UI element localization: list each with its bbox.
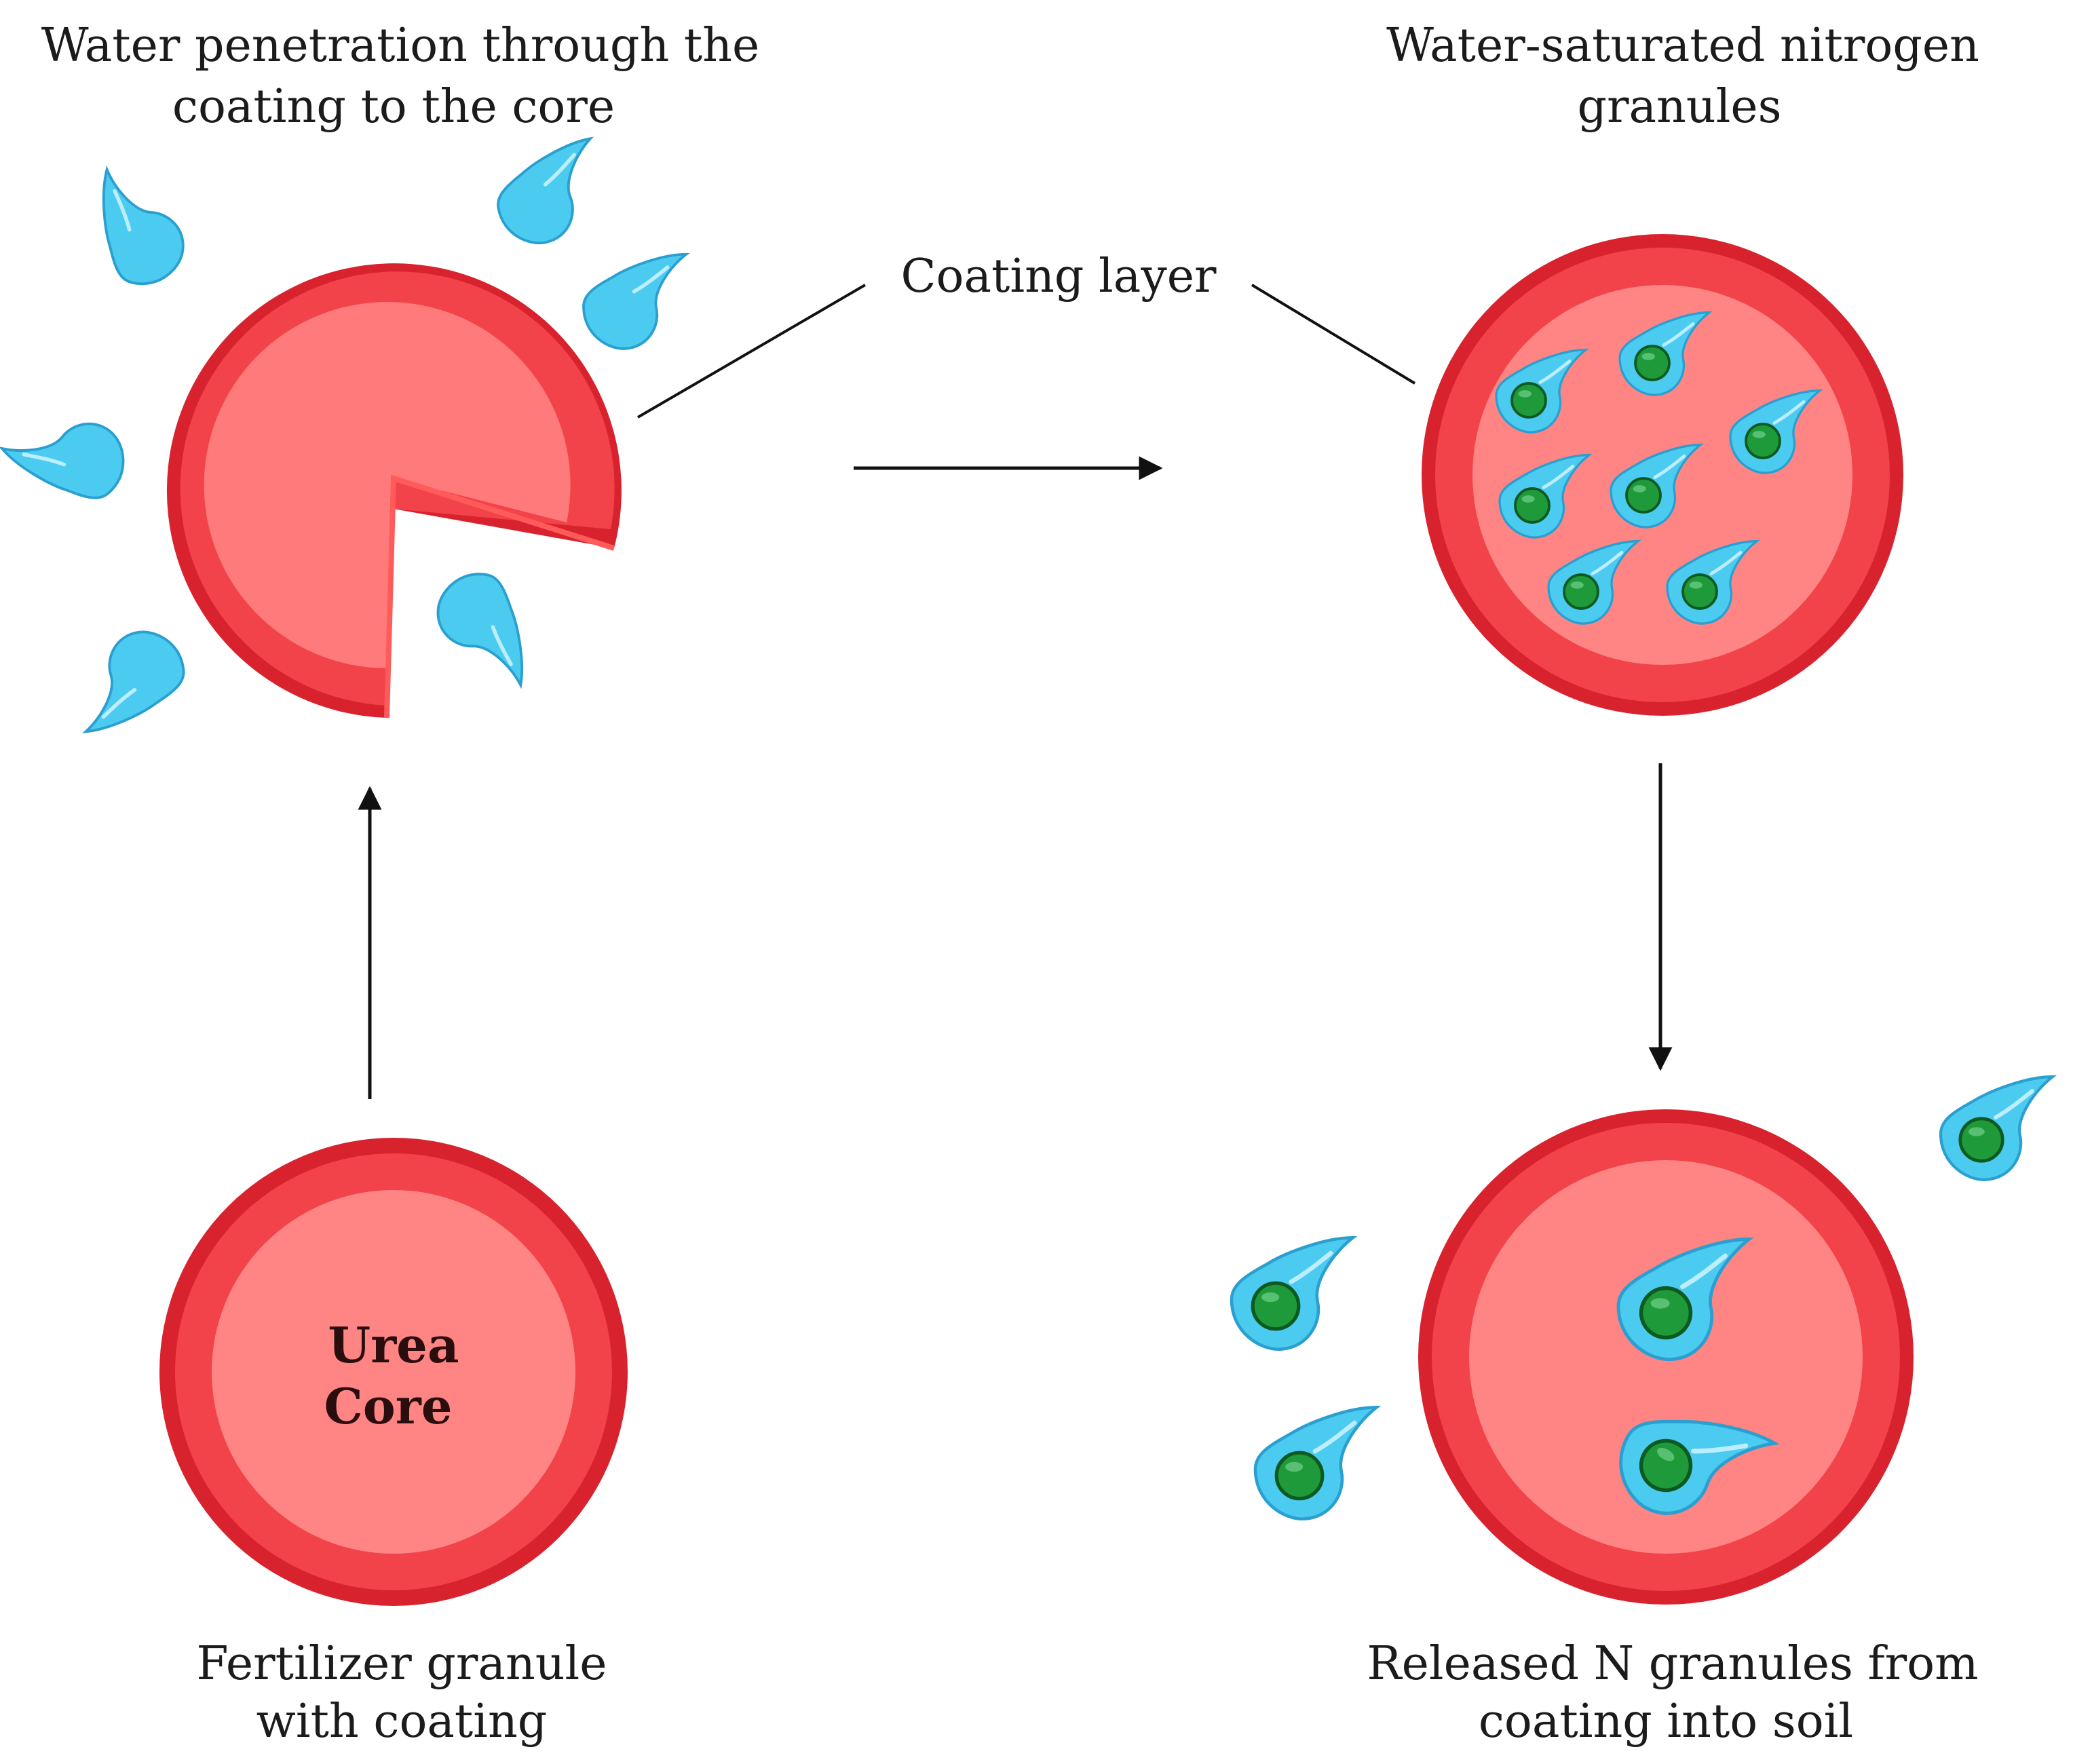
water-drop-icon: [80, 170, 198, 293]
bottom-right-caption-line2: coating into soil: [1479, 1695, 1853, 1748]
wedge-edge-highlight: [384, 474, 615, 718]
water-drop-icon: [427, 567, 538, 685]
bottom-right-caption-line1: Released N granules from: [1367, 1637, 1978, 1691]
top-left-caption-line1: Water penetration through the: [41, 19, 759, 73]
water-drop-icon: [489, 138, 607, 249]
fertilizer-granule: Urea Core: [159, 1138, 628, 1606]
top-left-caption-line2: coating to the core: [172, 80, 615, 134]
nitrogen-granule-icon: [1232, 1238, 1353, 1349]
saturated-granule: [1422, 234, 1903, 716]
nitrogen-granule-icon: [1255, 1407, 1377, 1518]
core-exposed: [204, 302, 571, 669]
water-drop-icon: [2, 388, 140, 527]
bottom-left-caption-line1: Fertilizer granule: [196, 1637, 607, 1691]
nitrogen-granule-icon: [1941, 1077, 2053, 1180]
bottom-left-caption-line2: with coating: [256, 1695, 548, 1748]
core-label-line2: Core: [324, 1377, 452, 1435]
core-label-line1: Urea: [328, 1316, 459, 1374]
water-drop-icon: [584, 254, 686, 349]
water-drop-icon: [77, 628, 188, 731]
coating-layer-label: Coating layer: [901, 250, 1217, 303]
released-granule: [1418, 1109, 1914, 1605]
top-right-caption-line2: granules: [1577, 80, 1781, 134]
top-right-caption-line1: Water-saturated nitrogen: [1386, 19, 1979, 73]
cracked-granule: [166, 263, 622, 718]
coating-pointer-right: [1251, 284, 1416, 385]
coating-pointer-left: [636, 284, 867, 419]
